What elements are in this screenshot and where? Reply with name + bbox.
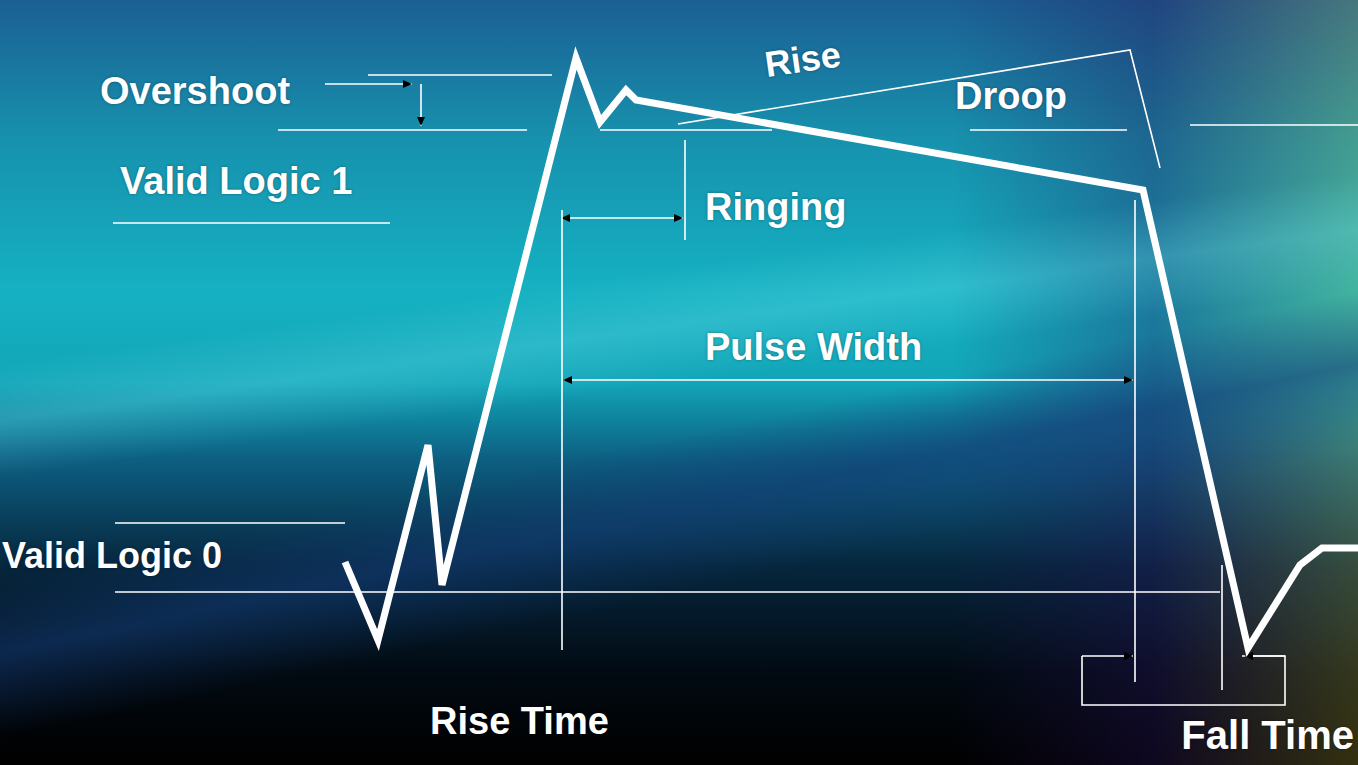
signal-label: Rise Time	[430, 700, 609, 744]
signal-label: Pulse Width	[705, 326, 922, 370]
signal-label: Fall Time	[1181, 712, 1354, 758]
signal-label: Valid Logic 0	[2, 535, 222, 576]
signal-label: Droop	[955, 75, 1067, 119]
signal-label: Rise	[762, 34, 843, 86]
signal-label: Overshoot	[100, 70, 290, 114]
pulse-waveform	[345, 58, 1358, 648]
measurement-lines	[113, 50, 1358, 705]
signal-label: Ringing	[705, 186, 846, 230]
signal-label: Valid Logic 1	[120, 160, 352, 204]
